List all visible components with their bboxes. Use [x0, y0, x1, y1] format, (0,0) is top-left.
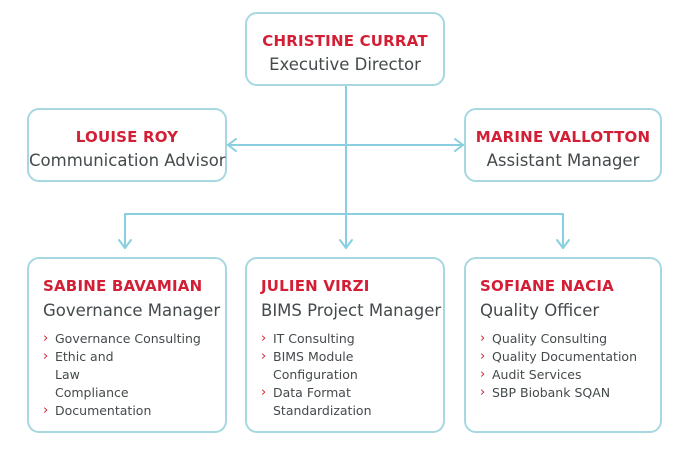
duty-item: › Ethic and Law Compliance	[43, 348, 135, 402]
right-advisor-name: MARINE VALLOTTON	[475, 128, 651, 146]
duty-list: › IT Consulting › BIMS Module Configuratio…	[261, 330, 443, 420]
duty-list: › Governance Consulting › Ethic and Law Co…	[43, 330, 225, 420]
duty-text: BIMS Module Configuration	[273, 349, 358, 382]
duty-item: › Quality Consulting	[480, 330, 660, 348]
chevron-right-icon: ›	[480, 385, 486, 400]
team-role: Governance Manager	[43, 301, 221, 320]
duty-text: Quality Consulting	[492, 331, 608, 346]
left-advisor-role: Communication Advisor	[29, 151, 226, 170]
duty-text: IT Consulting	[273, 331, 355, 346]
team-node-governance: SABINE BAVAMIAN Governance Manager › Gove…	[27, 257, 227, 433]
duty-text: Documentation	[55, 403, 152, 418]
right-arrowhead	[454, 138, 464, 152]
team-node-quality: SOFIANE NACIA Quality Officer › Quality C…	[464, 257, 662, 433]
chevron-right-icon: ›	[480, 331, 486, 346]
duty-text: Governance Consulting	[55, 331, 201, 346]
chevron-right-icon: ›	[43, 403, 49, 418]
director-role: Executive Director	[269, 55, 421, 74]
duty-item: › SBP Biobank SQAN	[480, 384, 660, 402]
duty-item: › Governance Consulting	[43, 330, 205, 348]
chevron-right-icon: ›	[43, 331, 49, 346]
duty-item: › Data Format Standardization	[261, 384, 383, 420]
duty-item: › Documentation	[43, 402, 225, 420]
duty-item: › BIMS Module Configuration	[261, 348, 383, 384]
duty-item: › IT Consulting	[261, 330, 443, 348]
team-name: JULIEN VIRZI	[261, 277, 370, 295]
director-node: CHRISTINE CURRAT Executive Director	[245, 12, 445, 86]
chevron-right-icon: ›	[261, 331, 267, 346]
left-advisor-node: LOUISE ROY Communication Advisor	[27, 108, 227, 182]
right-branch-arrowhead	[556, 239, 570, 249]
team-role: Quality Officer	[480, 301, 600, 320]
chevron-right-icon: ›	[480, 349, 486, 364]
chevron-right-icon: ›	[480, 367, 486, 382]
duty-list: › Quality Consulting › Quality Documentati…	[480, 330, 660, 402]
duty-text: Quality Documentation	[492, 349, 638, 364]
team-name: SOFIANE NACIA	[480, 277, 614, 295]
team-node-bims: JULIEN VIRZI BIMS Project Manager › IT Co…	[245, 257, 445, 433]
left-advisor-name: LOUISE ROY	[75, 128, 179, 146]
director-name: CHRISTINE CURRAT	[262, 32, 428, 50]
duty-text: Audit Services	[492, 367, 582, 382]
right-advisor-node: MARINE VALLOTTON Assistant Manager	[464, 108, 662, 182]
duty-text: Data Format Standardization	[273, 385, 372, 418]
center-branch-arrowhead	[339, 239, 353, 249]
chevron-right-icon: ›	[261, 349, 267, 364]
right-advisor-role: Assistant Manager	[486, 151, 640, 170]
left-arrowhead	[227, 138, 237, 152]
duty-text: SBP Biobank SQAN	[492, 385, 611, 400]
duty-item: › Audit Services	[480, 366, 660, 384]
team-name: SABINE BAVAMIAN	[43, 277, 203, 295]
team-role: BIMS Project Manager	[261, 301, 442, 320]
chevron-right-icon: ›	[43, 349, 49, 364]
chevron-right-icon: ›	[261, 385, 267, 400]
duty-item: › Quality Documentation	[480, 348, 660, 366]
duty-text: Ethic and Law Compliance	[55, 349, 129, 400]
left-branch-arrowhead	[118, 239, 132, 249]
